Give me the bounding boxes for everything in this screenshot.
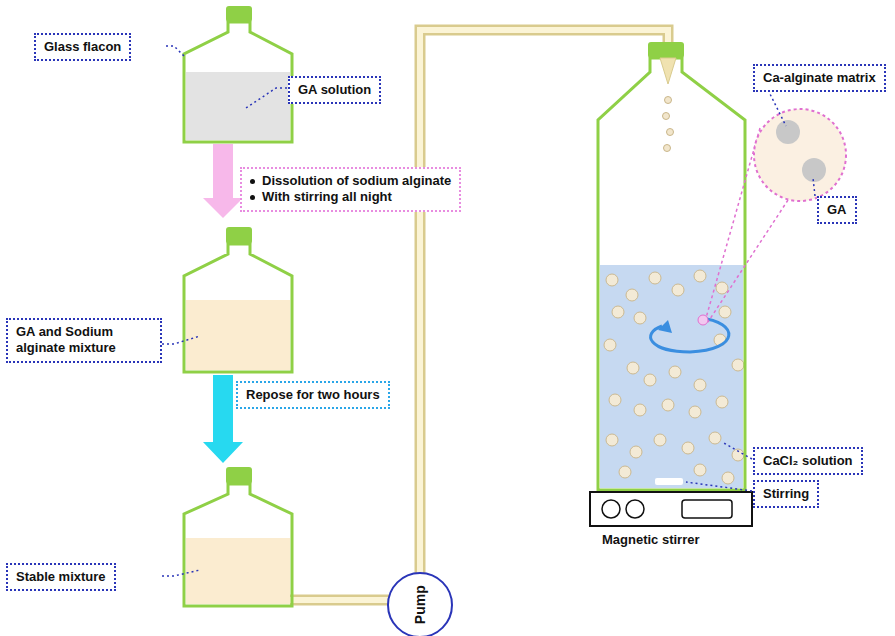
bead (630, 446, 642, 458)
bead (672, 284, 684, 296)
node-text: CaCl₂ solution (763, 453, 853, 469)
label-box: Glass flacon (34, 33, 131, 61)
glass-bottle (184, 6, 292, 142)
bead (619, 466, 631, 478)
bead (694, 270, 706, 282)
glass-bottle (184, 467, 292, 606)
node-text: Stirring (763, 486, 809, 502)
label-box: CaCl₂ solution (753, 447, 863, 475)
bead (719, 306, 731, 318)
node-text: GA (827, 202, 847, 218)
label-box: GA solution (288, 76, 381, 104)
bead (694, 464, 706, 476)
bead (654, 434, 666, 446)
process-arrow (203, 144, 243, 218)
bead (694, 379, 706, 391)
bead (682, 442, 694, 454)
bead (709, 432, 721, 444)
bead (604, 339, 616, 351)
node-text: Repose for two hours (246, 387, 380, 403)
device-label: Magnetic stirrer (602, 532, 700, 547)
node-text: GA solution (298, 82, 371, 98)
glass-bottle (184, 227, 292, 372)
pump-circle: Pump (387, 572, 453, 636)
bead (609, 394, 621, 406)
bullet (250, 195, 255, 200)
label-box: GA (817, 196, 857, 224)
bead (722, 472, 734, 484)
node-text: GA and Sodium alginate mixture (16, 324, 152, 357)
bead (644, 374, 656, 386)
bead (606, 274, 618, 286)
node-text: Dissolution of sodium alginate (262, 173, 451, 188)
magnetic-stirrer (590, 492, 752, 526)
bead (627, 362, 639, 374)
bullet-row: Dissolution of sodium alginate (250, 173, 451, 189)
leader-lines (162, 46, 815, 576)
bead (606, 434, 618, 446)
step-box: Dissolution of sodium alginateWith stirr… (240, 167, 461, 212)
reaction-bottle (598, 42, 745, 490)
bead (669, 366, 681, 378)
bead (689, 406, 701, 418)
bullet-row: With stirring all night (250, 189, 451, 205)
label-box: Stable mixture (6, 563, 116, 591)
bead (732, 359, 744, 371)
node-text: Pump (411, 586, 429, 625)
bead (634, 312, 646, 324)
step-box: Repose for two hours (236, 381, 390, 409)
bead (626, 289, 638, 301)
bead (649, 272, 661, 284)
bullet (250, 179, 255, 184)
bead (716, 282, 728, 294)
bead (634, 404, 646, 416)
node-text: Stable mixture (16, 569, 106, 585)
label-box: Ca-alginate matrix (753, 64, 886, 92)
label-box: Stirring (753, 480, 819, 508)
bead (662, 399, 674, 411)
bead (716, 396, 728, 408)
node-text: Ca-alginate matrix (763, 70, 876, 86)
node-text: Glass flacon (44, 39, 121, 55)
bead (612, 306, 624, 318)
label-box: GA and Sodium alginate mixture (6, 318, 162, 363)
node-text: With stirring all night (262, 189, 392, 204)
